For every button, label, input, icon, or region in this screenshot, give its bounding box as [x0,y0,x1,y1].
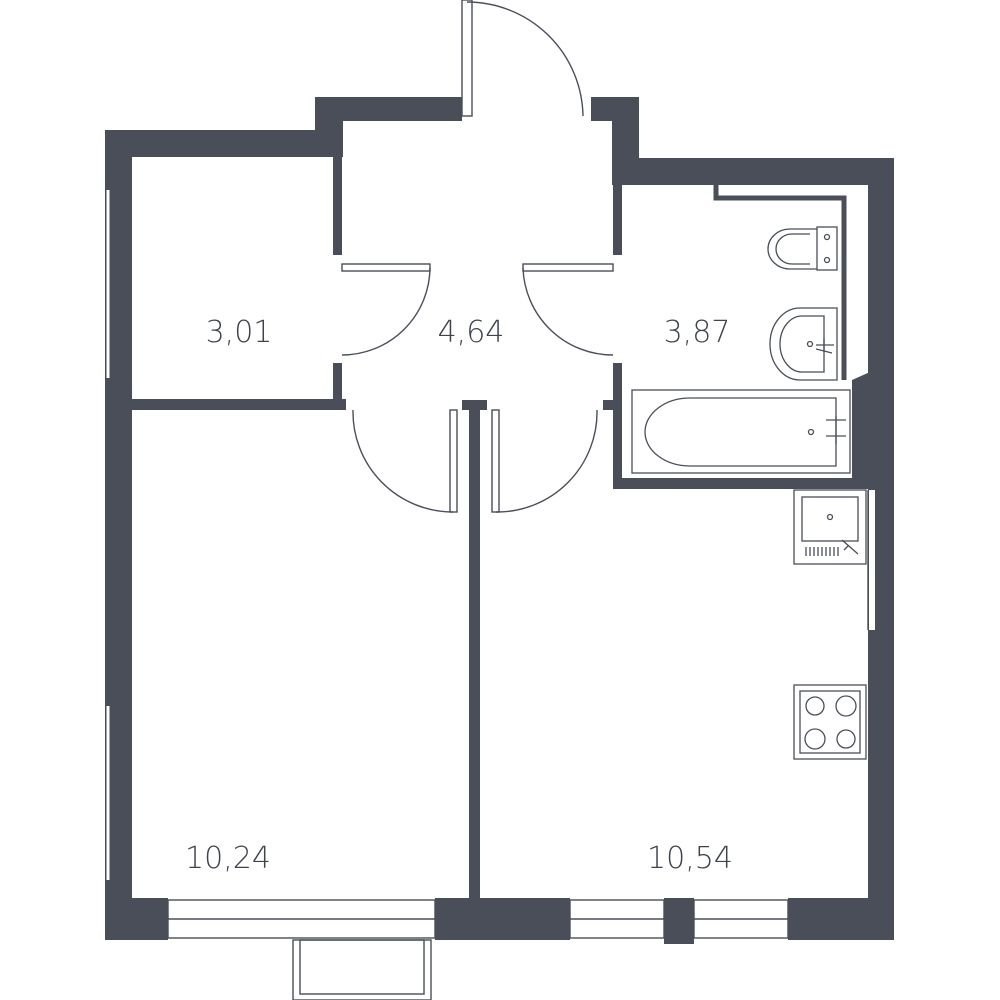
kitchen-area-label: 10,54 [647,841,733,876]
partition-hall-bath-lower [613,363,622,488]
bath-shaft-wall [713,185,847,380]
washbasin [769,307,838,381]
kitchen-sink [793,489,867,565]
partition-storage-hall-lower [333,363,342,409]
partition-center-cap [462,400,487,410]
kitchen-door-leaf [491,409,500,513]
wall-top-entry-left [315,97,462,121]
partition-bedroom-kitchen [469,400,480,898]
bathroom-door-swing [522,267,614,356]
kitchen-door-swing [495,409,598,513]
kitchen-sink-drainboard [805,547,839,556]
bathtub-inner [644,397,837,467]
windows [106,190,877,1000]
toilet [767,226,838,271]
toilet-seat [775,233,810,265]
kitchen-sink-faucet [841,539,859,555]
kitchen-sink-outer [793,489,867,565]
storage-door-leaf [341,263,431,272]
partition-hall-stub-right [603,400,622,410]
cooktop-outer [793,684,867,760]
wall-bottom-left [105,898,168,940]
cooktop [793,684,867,760]
bathroom-door-leaf [522,263,614,272]
cooktop-inner [799,690,861,754]
hall-area-label: 4,64 [438,315,505,350]
washbasin-inner [779,315,825,373]
balcony [292,939,432,1000]
bath-shaft-corner [852,372,870,450]
balcony-rail [299,939,425,995]
bathtub-faucet [826,416,846,444]
entry-door-leaf [461,0,473,117]
entry-door-swing [466,1,584,117]
cooktop-burner-3 [804,728,826,750]
storage-area-label: 3,01 [206,315,273,350]
interior-walls [132,157,870,898]
kitchen-sink-bowl [801,496,859,542]
bedroom-area-label: 10,24 [185,841,271,876]
cooktop-burner-4 [836,729,856,749]
bathtub-drain [807,428,815,436]
doors [341,0,614,513]
cooktop-burner-1 [805,696,825,716]
washbasin-outer [769,307,838,381]
bedroom-door-leaf [449,409,458,513]
washbasin-faucet [815,338,834,354]
wall-top-right [612,158,894,185]
bedroom-door-swing [352,409,454,513]
area-labels: 3,01 4,64 3,87 10,24 10,54 [185,315,733,876]
toilet-button-b [823,256,831,264]
toilet-button-a [823,233,831,241]
bathroom-area-label: 3,87 [664,315,731,350]
toilet-tank [816,226,838,271]
bathtub [631,389,851,474]
partition-bath-bottom [613,478,868,489]
storage-door-swing [341,267,431,356]
wall-top-left [105,130,343,157]
wall-bottom-mid [435,898,570,940]
cooktop-burner-2 [835,695,857,717]
exterior-walls [105,97,894,944]
partition-storage-hall-upper [333,157,342,255]
kitchen-sink-drain [826,513,834,521]
washbasin-drain [806,340,814,348]
wall-bottom-pier [664,898,694,944]
partition-hall-bath-upper [613,185,622,255]
partition-storage-bedroom [132,399,346,410]
bathtub-outer [631,389,851,474]
toilet-bowl [767,228,817,270]
wall-bottom-right [788,898,894,940]
